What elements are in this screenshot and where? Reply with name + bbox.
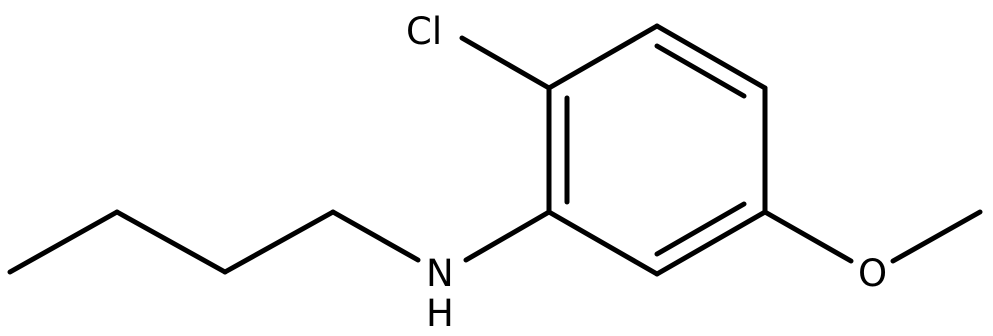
bond-ring-double-2 — [654, 43, 747, 99]
bond-c1-c2 — [7, 209, 120, 275]
bond-ring-a3-a4 — [654, 23, 768, 91]
bond-ring-double-3 — [654, 201, 747, 257]
atom-label-n: N — [426, 252, 454, 295]
bond-n-ring — [463, 209, 552, 263]
atom-label-cl: Cl — [406, 10, 442, 53]
bond-c4-n — [330, 209, 421, 263]
bond-c2-c3 — [114, 209, 228, 275]
atom-label-o: O — [858, 252, 887, 295]
atom-label-h: H — [426, 292, 454, 335]
bond-c3-c4 — [222, 209, 336, 275]
bond-ring-o — [762, 209, 854, 264]
bond-ring-a5-a6 — [654, 209, 768, 277]
bond-ring-cl — [459, 35, 552, 91]
bond-ring-a6-a1 — [546, 209, 660, 277]
bond-ring-a2-a3 — [546, 23, 660, 91]
bond-o-ch3 — [890, 209, 983, 264]
